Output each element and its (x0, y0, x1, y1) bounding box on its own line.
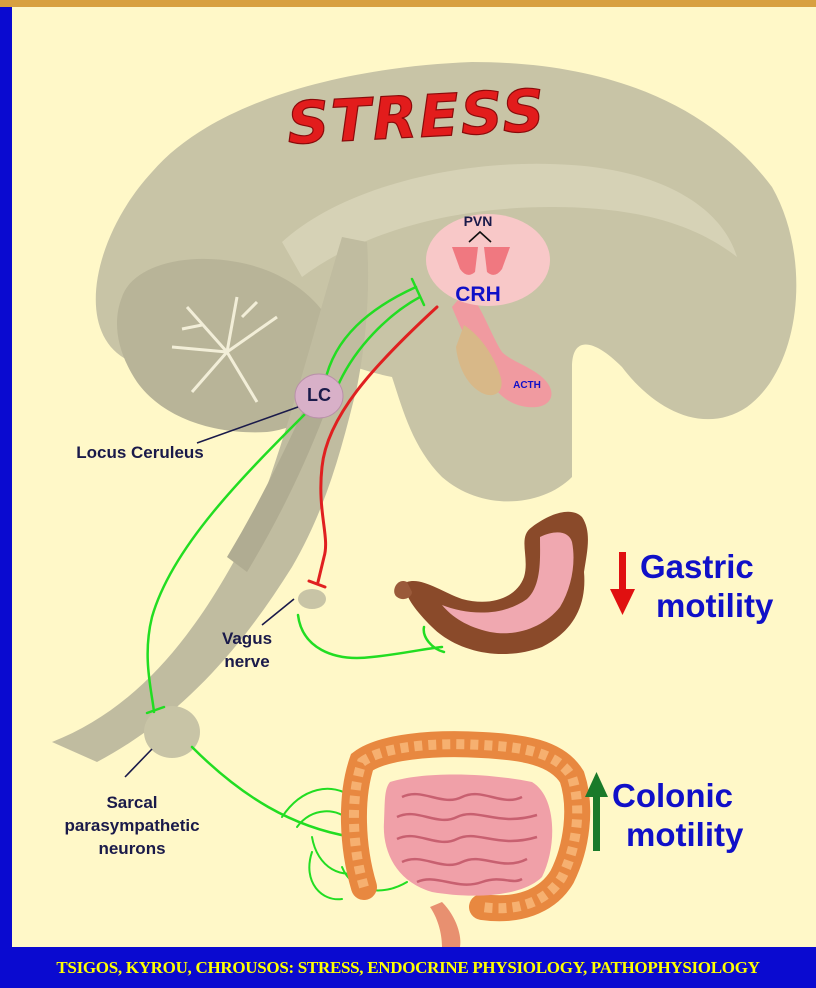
sacral-pointer (125, 749, 152, 777)
acth-label: ACTH (502, 380, 552, 392)
pvn-label: PVN (448, 213, 508, 229)
diagram-panel: STRESS PVN CRH ACTH LC Locus Ceruleus Va… (12, 7, 816, 947)
colonic-arrow-shaft (593, 795, 600, 851)
crh-label: CRH (438, 283, 518, 307)
green-vagus-to-stomach (298, 615, 442, 658)
intestines-illustration (354, 744, 577, 947)
sacral-label-line1: Sarcal (42, 793, 222, 813)
top-strip (0, 0, 816, 7)
lc-label: LC (294, 385, 344, 406)
sacral-label-line3: neurons (42, 839, 222, 859)
gastric-arrow-shaft (619, 552, 626, 592)
locus-ceruleus-label: Locus Ceruleus (30, 443, 250, 463)
brain-illustration (52, 62, 796, 762)
sacral-ganglion (144, 706, 200, 758)
colonic-label-line2: motility (626, 817, 743, 854)
vagus-label-line1: Vagus (197, 629, 297, 649)
vagus-label-line2: nerve (197, 652, 297, 672)
green-colon-branch-5 (309, 852, 342, 899)
sacral-label-line2: parasympathetic (32, 816, 232, 836)
gastric-label-line2: motility (656, 588, 773, 625)
colonic-arrow-head (585, 772, 608, 797)
stress-title: STRESS (286, 76, 548, 157)
gastric-label-line1: Gastric (640, 549, 754, 586)
vagus-ganglion (298, 589, 326, 609)
gastric-arrow-head (610, 589, 635, 615)
gastric-down-arrow (610, 552, 635, 615)
rectum (430, 902, 460, 947)
colonic-label-line1: Colonic (612, 778, 733, 815)
citation-footer: TSIGOS, KYROU, CHROUSOS: STRESS, ENDOCRI… (0, 948, 816, 988)
stress-title-text: STRESS (286, 76, 548, 157)
